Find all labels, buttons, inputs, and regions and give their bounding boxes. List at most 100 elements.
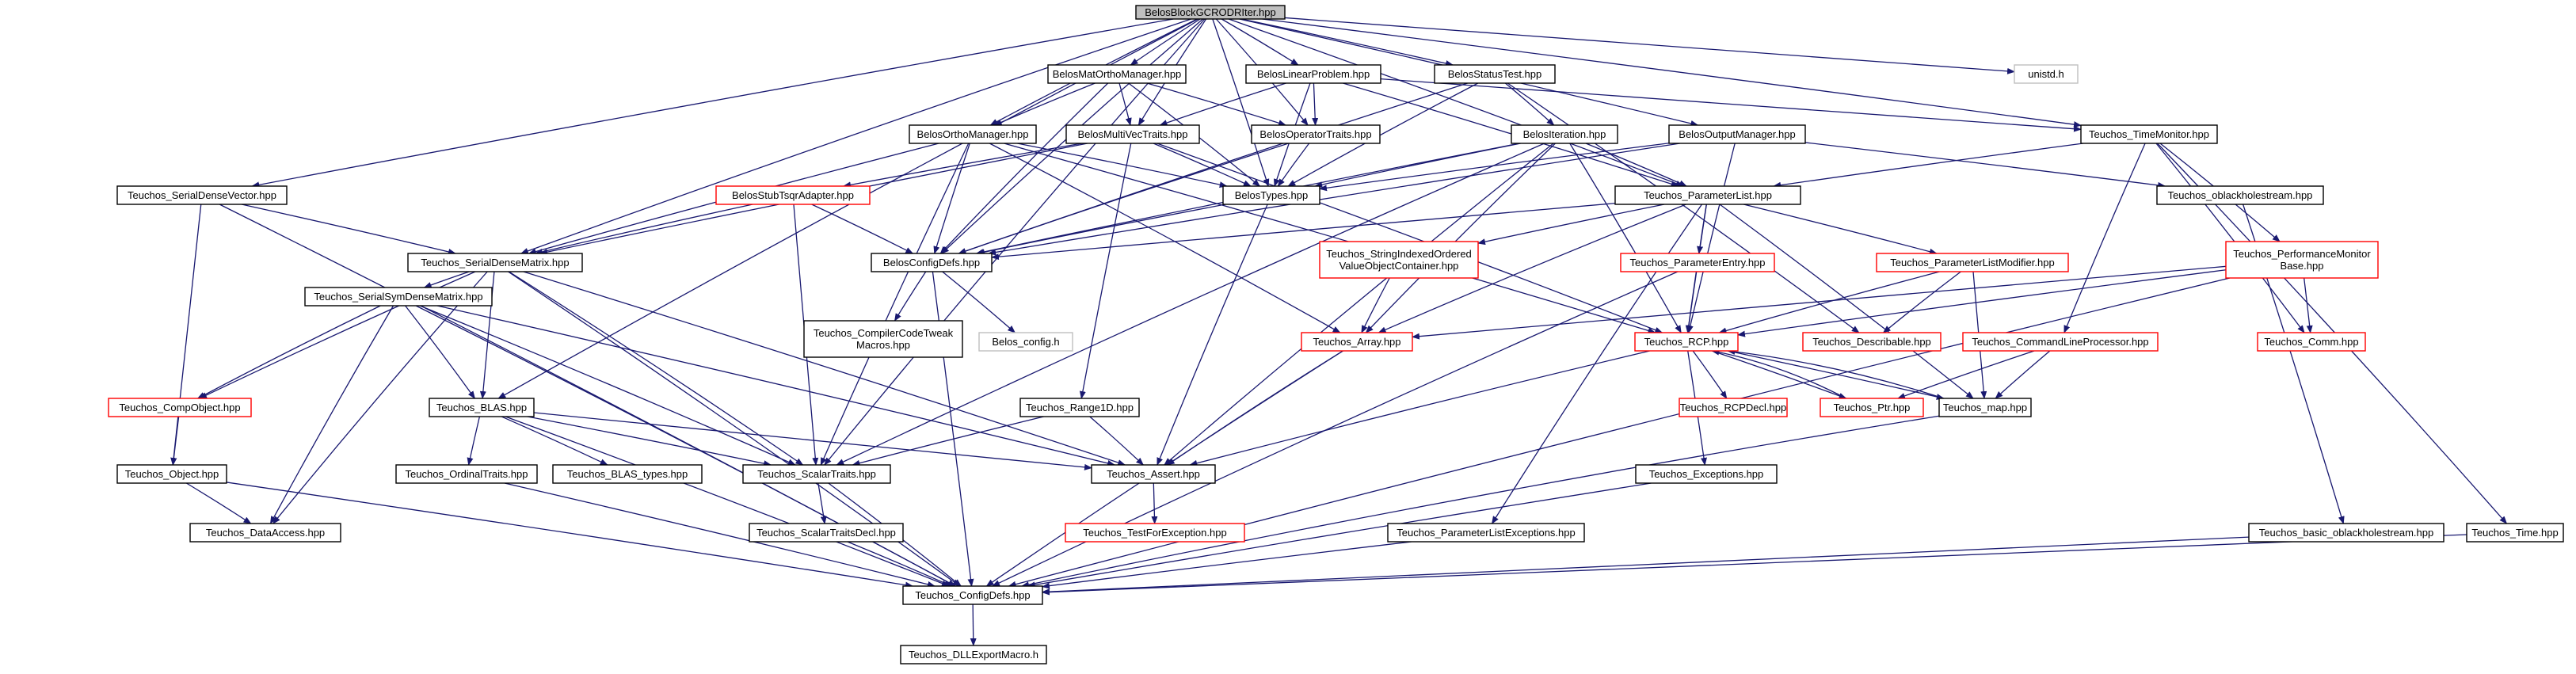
node-label: Teuchos_BLAS_types.hpp [567,468,688,480]
node-bmvt[interactable]: BelosMultiVecTraits.hpp [1065,124,1200,144]
node-tsioc[interactable]: Teuchos_StringIndexedOrderedValueObjectC… [1319,241,1479,279]
node-bopt[interactable]: BelosOperatorTraits.hpp [1251,124,1381,144]
node-bom[interactable]: BelosOrthoManager.hpp [909,124,1037,144]
node-tst[interactable]: Teuchos_ScalarTraits.hpp [742,464,891,484]
edge-bmvt-to-tr1d [1079,143,1132,399]
node-label: Teuchos_SerialSymDenseMatrix.hpp [314,291,482,303]
edge-tassert-to-ttfe [1151,482,1158,524]
edge-root-to-tst [824,18,1206,466]
node-tassert[interactable]: Teuchos_Assert.hpp [1091,464,1216,484]
node-label: Teuchos_ParameterListExceptions.hpp [1397,527,1575,539]
node-tobj[interactable]: Teuchos_Object.hpp [116,464,227,484]
edge-bst-to-tdesc [1507,82,1860,333]
node-label: unistd.h [2028,68,2064,80]
node-unistd[interactable]: unistd.h [2014,64,2079,84]
edge-bout-to-btypes [1319,143,1670,192]
node-tmap[interactable]: Teuchos_map.hpp [1938,398,2032,417]
edge-arrow [436,305,1116,466]
node-label: Teuchos_Assert.hpp [1107,468,1200,480]
node-box [2014,64,2079,84]
edge-arrow [1365,143,1556,333]
node-bout[interactable]: BelosOutputManager.hpp [1668,124,1806,144]
node-ttfe[interactable]: Teuchos_TestForException.hpp [1065,523,1245,543]
node-trcp[interactable]: Teuchos_RCP.hpp [1634,332,1739,352]
edge-arrow [269,305,394,524]
edge-arrow [501,416,608,466]
node-box [2466,523,2564,543]
edge-arrow [170,416,180,466]
edge-bmvt-to-trcp [1157,143,1663,333]
node-label: Teuchos_Comm.hpp [2264,336,2358,348]
edge-arrow [977,204,1226,256]
edge-arrow [1477,204,1665,246]
edge-tpm-to-trcp [1737,269,2227,337]
node-ttm[interactable]: Teuchos_TimeMonitor.hpp [2080,124,2218,144]
node-box [1434,64,1556,84]
node-tarr[interactable]: Teuchos_Array.hpp [1301,332,1413,352]
node-tobh[interactable]: Teuchos_oblackholestream.hpp [2156,185,2324,205]
node-tda[interactable]: Teuchos_DataAccess.hpp [189,523,341,543]
node-ttime[interactable]: Teuchos_Time.hpp [2466,523,2564,543]
node-label: Belos_config.h [992,336,1059,348]
edge-bcd-to-bconf [942,271,1016,333]
edge-tmap-to-trcp [1727,348,1944,399]
node-tsdm[interactable]: Teuchos_SerialDenseMatrix.hpp [407,253,583,272]
node-bsta[interactable]: BelosStubTsqrAdapter.hpp [715,185,871,205]
node-tr1d[interactable]: Teuchos_Range1D.hpp [1019,398,1140,417]
node-bconf[interactable]: Belos_config.h [978,332,1073,352]
edge-arrow [843,143,1083,188]
node-tot[interactable]: Teuchos_OrdinalTraits.hpp [395,464,538,484]
node-tclp[interactable]: Teuchos_CommandLineProcessor.hpp [1962,332,2159,352]
node-tple[interactable]: Teuchos_ParameterListExceptions.hpp [1387,523,1585,543]
node-box [1319,241,1479,279]
node-tcomm[interactable]: Teuchos_Comm.hpp [2257,332,2366,352]
edge-arrow [1378,204,1686,333]
edge-tobj-to-tcd [226,482,913,588]
edge-bout-to-trcp [1686,143,1736,333]
edge-arrow [989,143,1341,333]
edge-bit-to-trcp [1569,143,1682,333]
node-tco[interactable]: Teuchos_CompObject.hpp [108,398,252,417]
edge-bsta-to-tsdm [534,204,753,255]
node-tsdv[interactable]: Teuchos_SerialDenseVector.hpp [116,185,288,205]
edge-tclp-to-tptr [1897,350,2035,399]
edge-arrow [196,305,381,399]
node-tstd[interactable]: Teuchos_ScalarTraitsDecl.hpp [749,523,904,543]
node-trcpd[interactable]: Teuchos_RCPDecl.hpp [1679,398,1788,417]
node-texc[interactable]: Teuchos_Exceptions.hpp [1635,464,1778,484]
edge-arrow [1157,143,1663,333]
edge-root-to-blp [1221,18,1299,66]
edge-arrow [932,271,974,587]
node-root: BelosBlockGCRODRIter.hpp [1135,5,1286,20]
node-tbt[interactable]: Teuchos_BLAS_types.hpp [552,464,703,484]
node-label: Teuchos_ParameterListModifier.hpp [1890,257,2054,268]
node-tbob[interactable]: Teuchos_basic_oblackholestream.hpp [2248,523,2445,543]
edge-bmom-to-bopt [1146,82,1286,127]
node-tptr[interactable]: Teuchos_Ptr.hpp [1820,398,1924,417]
node-bst[interactable]: BelosStatusTest.hpp [1434,64,1556,84]
edge-arrow [1240,18,1454,67]
node-tdesc[interactable]: Teuchos_Describable.hpp [1802,332,1942,352]
node-bcd[interactable]: BelosConfigDefs.hpp [871,253,993,272]
node-tssdm[interactable]: Teuchos_SerialSymDenseMatrix.hpp [304,287,493,307]
node-tblas[interactable]: Teuchos_BLAS.hpp [429,398,535,417]
edge-tot-to-tcd [504,482,936,588]
edge-arrow [824,18,1206,466]
node-tcd[interactable]: Teuchos_ConfigDefs.hpp [902,585,1043,605]
node-tplm[interactable]: Teuchos_ParameterListModifier.hpp [1876,253,2069,272]
edge-arrow [479,271,495,399]
node-bmom[interactable]: BelosMatOrthoManager.hpp [1047,64,1187,84]
node-label: Teuchos_TestForException.hpp [1083,527,1226,539]
edge-arrow [419,305,796,466]
node-tdll[interactable]: Teuchos_DLLExportMacro.h [900,645,1047,664]
node-blp[interactable]: BelosLinearProblem.hpp [1245,64,1381,84]
node-tpl[interactable]: Teuchos_ParameterList.hpp [1614,185,1801,205]
node-btypes[interactable]: BelosTypes.hpp [1222,185,1320,205]
node-bit[interactable]: BelosIteration.hpp [1511,124,1618,144]
node-tpe[interactable]: Teuchos_ParameterEntry.hpp [1620,253,1775,272]
node-label: BelosOperatorTraits.hpp [1259,128,1371,140]
edge-arrow [1189,350,1650,466]
